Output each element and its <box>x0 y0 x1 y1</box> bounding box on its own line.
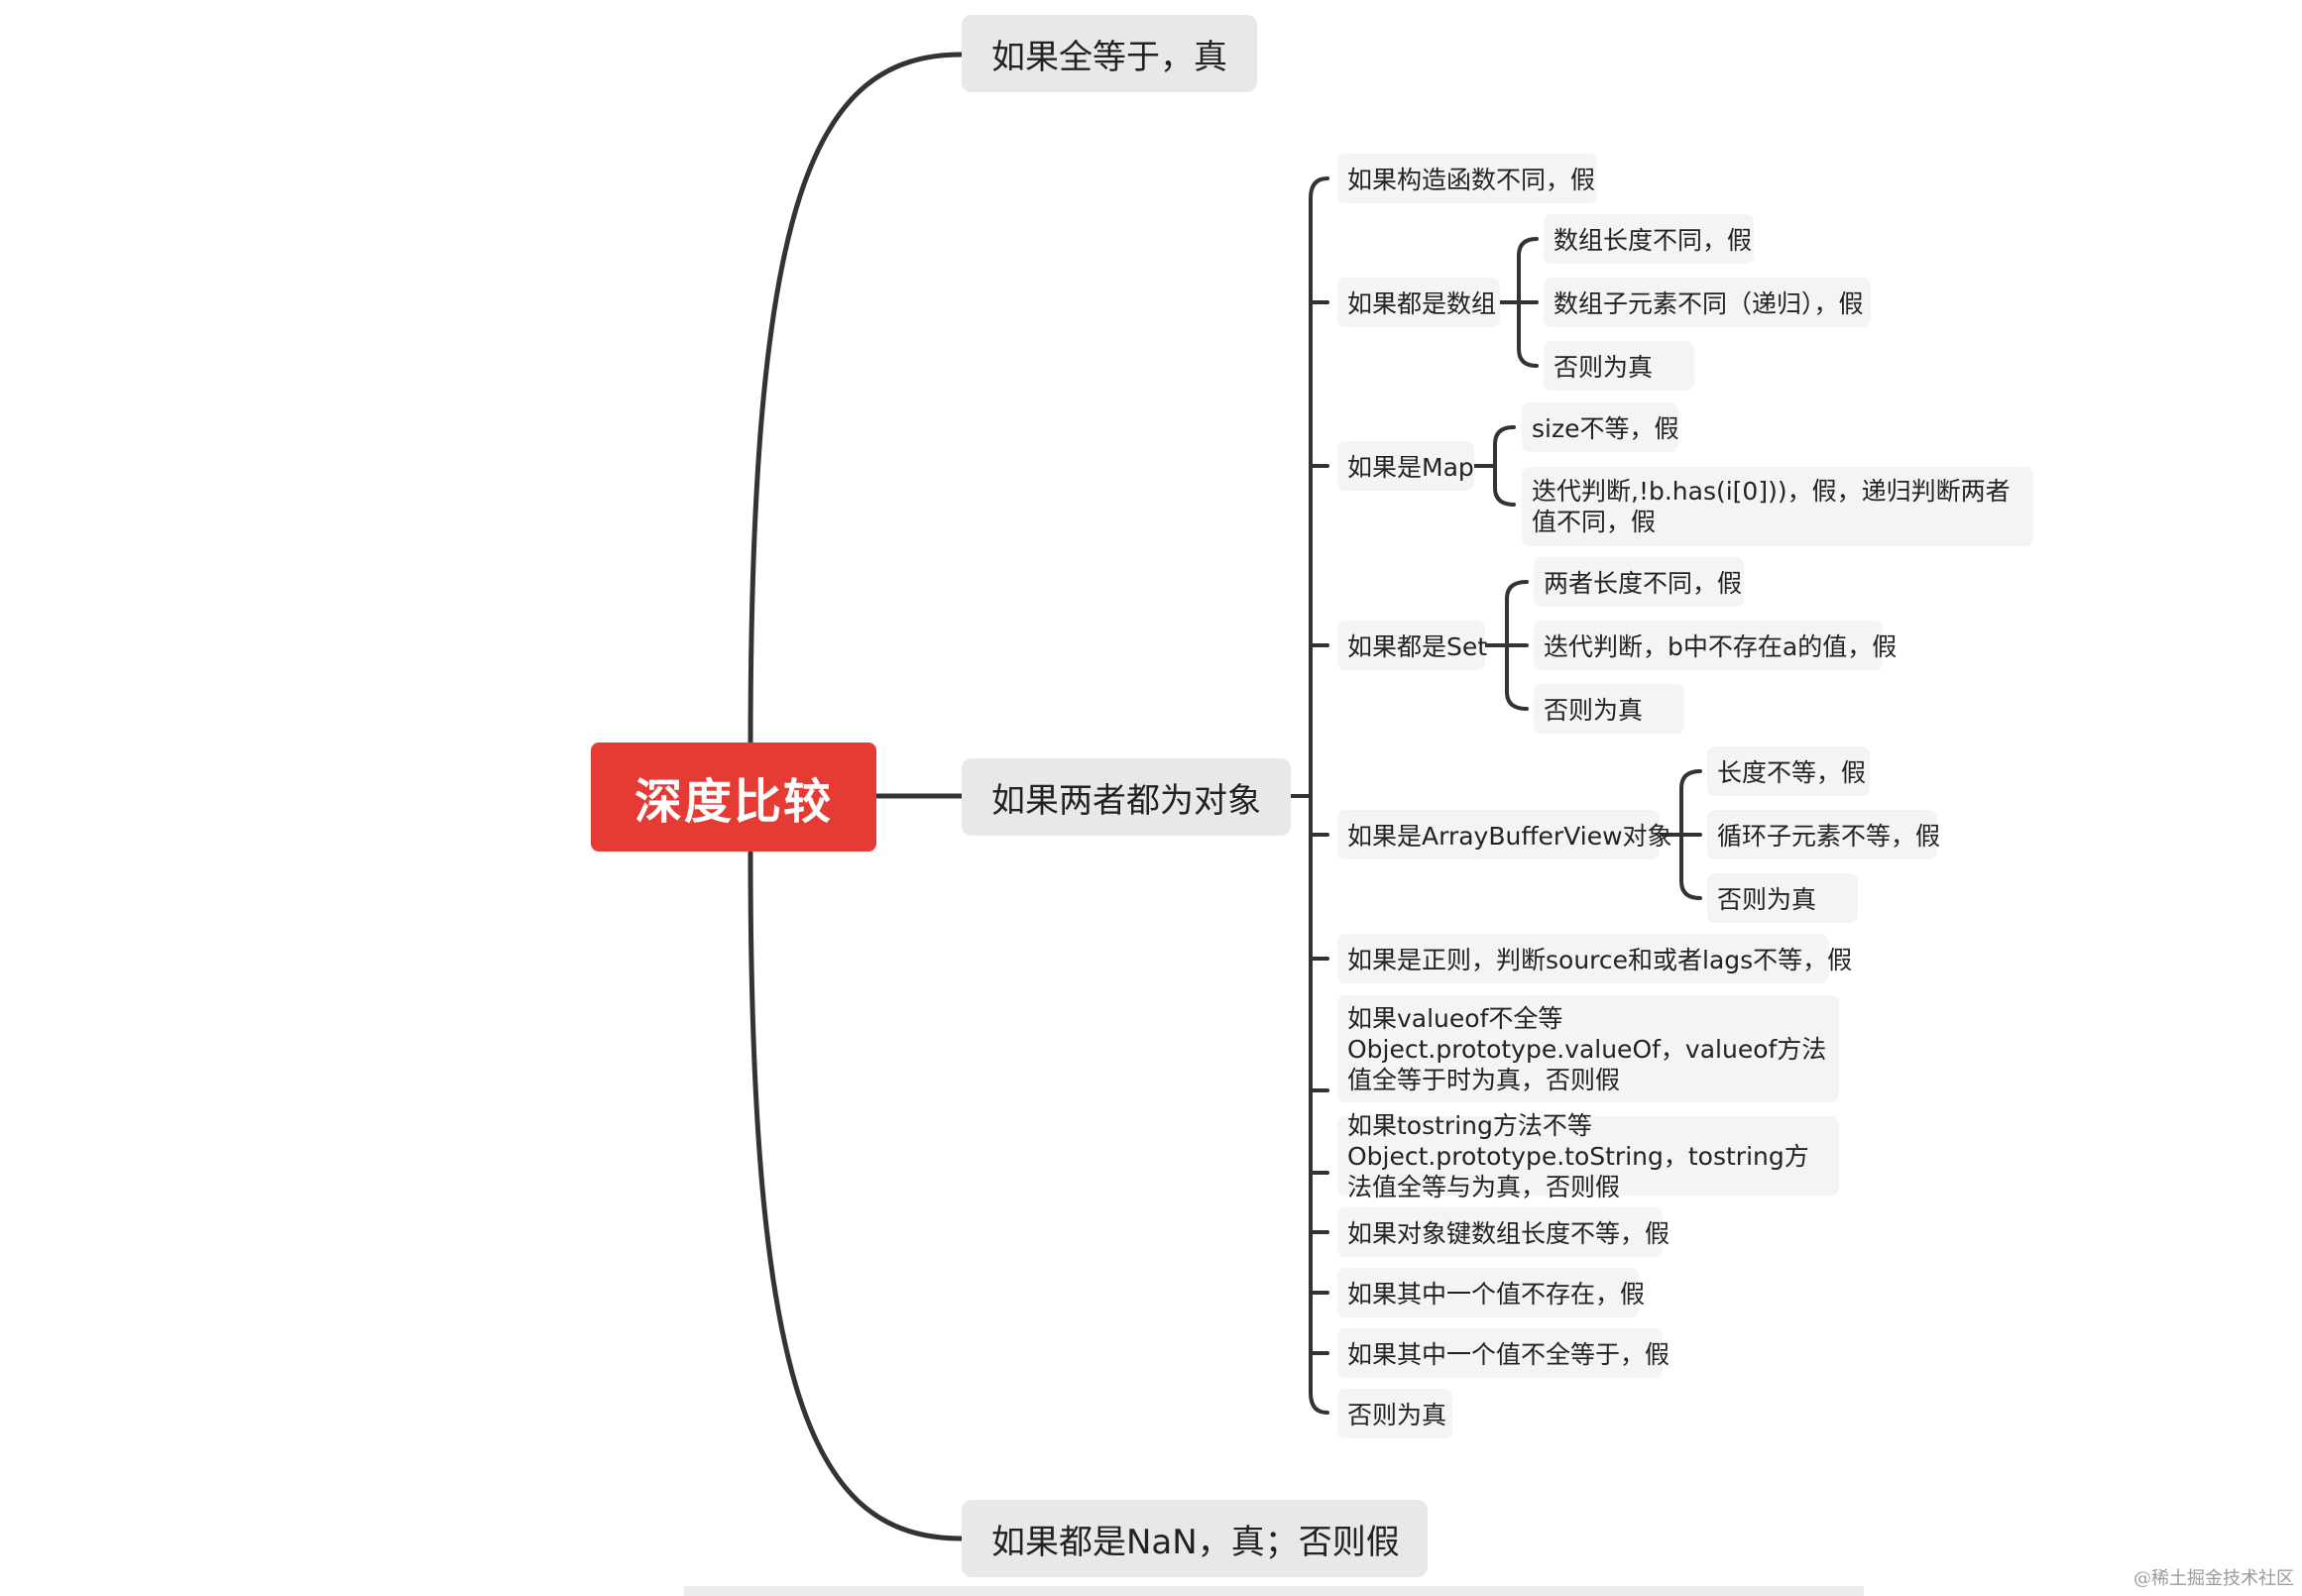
check-otherwise[interactable]: 否则为真 <box>1337 1389 1452 1438</box>
check-keys-length-label: 如果对象键数组长度不等，假 <box>1347 1219 1670 1248</box>
set-child-iterate[interactable]: 迭代判断，b中不存在a的值，假 <box>1534 621 1897 670</box>
check-value-not-equal[interactable]: 如果其中一个值不全等于，假 <box>1337 1328 1669 1378</box>
check-arraybufferview-label: 如果是ArrayBufferView对象 <box>1347 822 1672 851</box>
check-tostring[interactable]: 如果tostring方法不等Object.prototype.toString，… <box>1337 1111 1839 1201</box>
check-map[interactable]: 如果是Map <box>1337 441 1474 491</box>
check-constructor[interactable]: 如果构造函数不同，假 <box>1337 154 1597 203</box>
check-otherwise-label: 否则为真 <box>1347 1401 1447 1429</box>
branch-both-objects-label: 如果两者都为对象 <box>991 780 1261 821</box>
connector-root-to-nan <box>748 850 965 1541</box>
check-set-label: 如果都是Set <box>1347 632 1488 661</box>
check-set[interactable]: 如果都是Set <box>1337 621 1488 670</box>
abv-child-otherwise[interactable]: 否则为真 <box>1707 873 1858 923</box>
check-array-label: 如果都是数组 <box>1347 289 1497 318</box>
branch-nan[interactable]: 如果都是NaN，真；否则假 <box>962 1500 1428 1577</box>
map-child-iterate[interactable]: 迭代判断,!b.has(i[0]))，假，递归判断两者值不同，假 <box>1522 467 2033 546</box>
check-regex-label: 如果是正则，判断source和或者lags不等，假 <box>1347 946 1853 974</box>
map-child-size-label: size不等，假 <box>1532 414 1679 443</box>
check-value-not-equal-label: 如果其中一个值不全等于，假 <box>1347 1340 1670 1369</box>
check-value-missing[interactable]: 如果其中一个值不存在，假 <box>1337 1268 1645 1317</box>
check-valueof[interactable]: 如果valueof不全等Object.prototype.valueOf，val… <box>1337 995 1839 1102</box>
set-child-otherwise[interactable]: 否则为真 <box>1534 684 1684 734</box>
set-child-length[interactable]: 两者长度不同，假 <box>1534 557 1744 607</box>
branch-nan-label: 如果都是NaN，真；否则假 <box>991 1522 1400 1562</box>
check-map-label: 如果是Map <box>1347 453 1474 482</box>
branch-both-objects[interactable]: 如果两者都为对象 <box>962 758 1291 836</box>
map-child-iterate-label: 迭代判断,!b.has(i[0]))，假，递归判断两者值不同，假 <box>1532 477 2011 536</box>
array-child-elements-label: 数组子元素不同（递归），假 <box>1554 289 1864 318</box>
array-child-otherwise[interactable]: 否则为真 <box>1544 341 1694 391</box>
root-node[interactable]: 深度比较 <box>591 742 876 852</box>
connector-objects-bracket <box>1309 176 1329 1415</box>
check-array[interactable]: 如果都是数组 <box>1337 278 1500 327</box>
abv-child-length-label: 长度不等，假 <box>1717 758 1867 787</box>
abv-child-elements[interactable]: 循环子元素不等，假 <box>1707 810 1941 859</box>
array-child-otherwise-label: 否则为真 <box>1554 353 1654 382</box>
check-tostring-label: 如果tostring方法不等Object.prototype.toString，… <box>1347 1110 1809 1201</box>
watermark: @稀土掘金技术社区 <box>2133 1568 2294 1589</box>
map-child-size[interactable]: size不等，假 <box>1522 402 1678 452</box>
abv-child-elements-label: 循环子元素不等，假 <box>1717 822 1941 851</box>
set-child-iterate-label: 迭代判断，b中不存在a的值，假 <box>1544 632 1898 661</box>
check-constructor-label: 如果构造函数不同，假 <box>1347 166 1596 194</box>
check-arraybufferview[interactable]: 如果是ArrayBufferView对象 <box>1337 810 1672 859</box>
bottom-scroll-track <box>684 1586 1864 1596</box>
root-label: 深度比较 <box>633 774 833 830</box>
array-child-length-label: 数组长度不同，假 <box>1554 226 1753 255</box>
abv-child-length[interactable]: 长度不等，假 <box>1707 746 1870 796</box>
array-child-length[interactable]: 数组长度不同，假 <box>1544 214 1754 264</box>
check-valueof-label: 如果valueof不全等Object.prototype.valueOf，val… <box>1347 1003 1827 1094</box>
branch-strict-equal-label: 如果全等于，真 <box>991 37 1227 77</box>
array-child-elements[interactable]: 数组子元素不同（递归），假 <box>1544 278 1871 327</box>
connector-root-to-strict-equal <box>748 52 965 751</box>
set-child-otherwise-label: 否则为真 <box>1544 696 1644 725</box>
set-child-length-label: 两者长度不同，假 <box>1544 569 1743 598</box>
abv-child-otherwise-label: 否则为真 <box>1717 885 1817 914</box>
branch-strict-equal[interactable]: 如果全等于，真 <box>962 15 1257 92</box>
check-value-missing-label: 如果其中一个值不存在，假 <box>1347 1280 1646 1309</box>
check-regex[interactable]: 如果是正则，判断source和或者lags不等，假 <box>1337 934 1852 983</box>
check-keys-length[interactable]: 如果对象键数组长度不等，假 <box>1337 1207 1669 1257</box>
